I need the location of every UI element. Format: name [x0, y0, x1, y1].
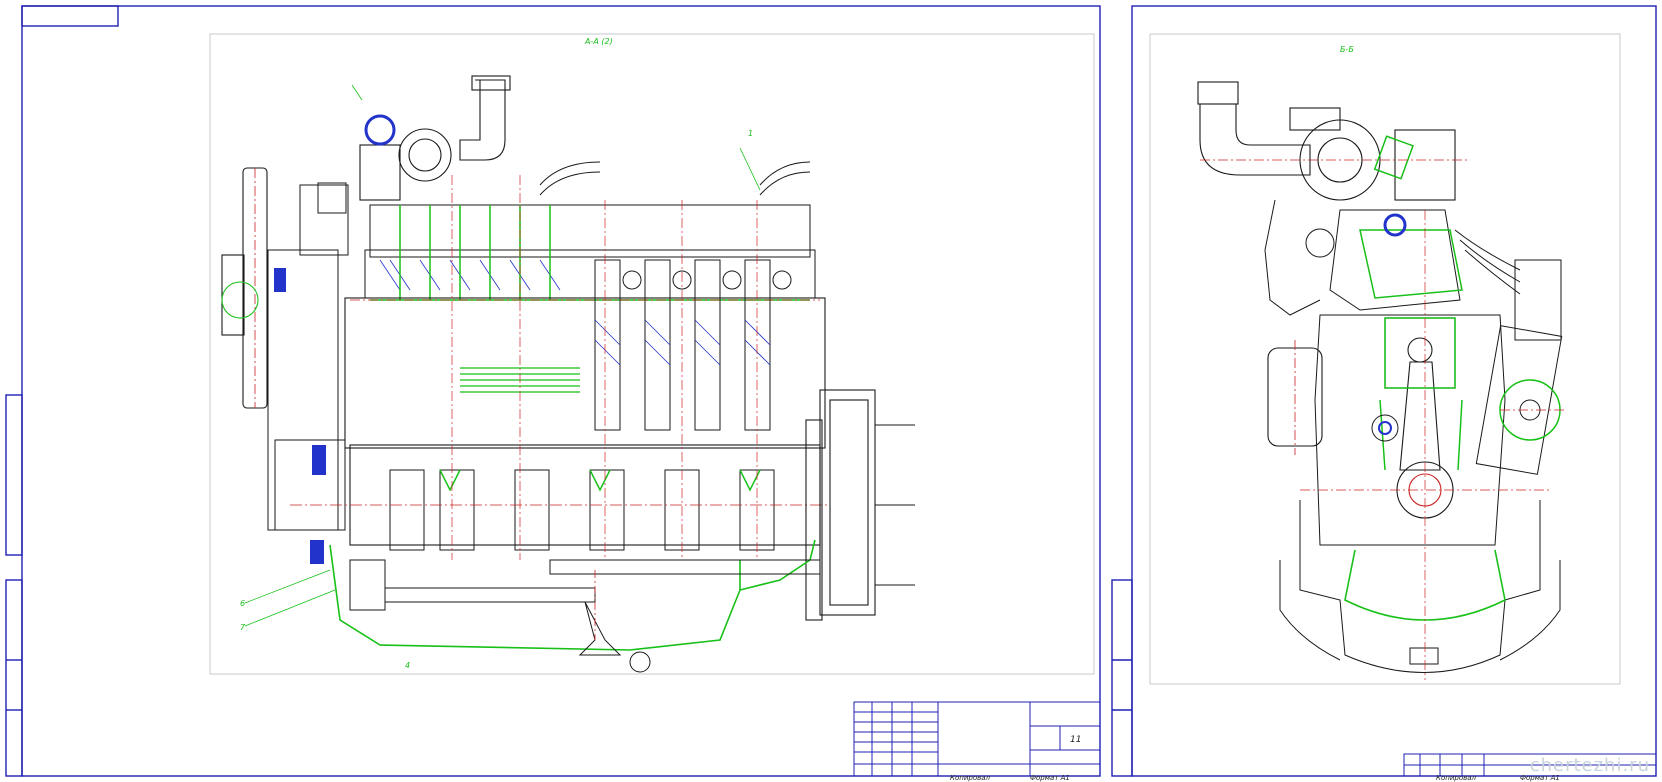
intake-elbow	[1197, 81, 1311, 176]
callout-6: 6	[240, 599, 245, 608]
oil-system	[329, 539, 816, 651]
left-section-label: А-А (2)	[584, 37, 613, 46]
callout-4: 4	[405, 661, 410, 670]
blue-seal-3	[274, 268, 286, 292]
column-hatch	[594, 319, 771, 366]
blue-ring	[364, 114, 396, 146]
blue-seal-1	[312, 445, 326, 475]
right-sheet-frame	[1111, 5, 1657, 777]
cross-centerlines	[1200, 159, 1565, 680]
green-manifold	[1373, 135, 1414, 180]
drain-plug	[1409, 647, 1439, 665]
engine-cross-section	[1197, 81, 1565, 680]
left-title-block	[853, 701, 1101, 777]
crankshaft	[389, 469, 775, 551]
engine-longitudinal-section	[221, 75, 915, 673]
cylinder-head	[364, 204, 816, 299]
right-title-block	[1403, 753, 1657, 777]
callout-1: 1	[748, 129, 753, 138]
cross-head-green	[1359, 229, 1463, 299]
oil-pump	[349, 559, 821, 673]
front-cover	[267, 182, 349, 531]
air-pipe-left	[1264, 199, 1335, 316]
turbocharger	[359, 75, 511, 201]
engine-block	[344, 297, 826, 546]
cross-turbo	[1289, 107, 1456, 201]
left-copied-label: Копировал	[950, 774, 991, 782]
flywheel-housing	[805, 389, 915, 621]
hoses	[539, 161, 811, 196]
left-viewport	[209, 33, 1095, 675]
callout-7: 7	[240, 623, 246, 632]
right-copied-label: Копировал	[1436, 774, 1477, 782]
blue-seal-2	[310, 540, 324, 564]
cylinder-columns	[594, 259, 792, 431]
right-format-label: Формат А1	[1520, 774, 1560, 782]
blue-valve	[1383, 213, 1407, 237]
conrod	[1384, 317, 1456, 519]
camshaft-inner	[1378, 421, 1392, 435]
watermark: chertezhi.ru	[1529, 755, 1650, 776]
cross-block	[1314, 314, 1506, 546]
injection-pump	[1454, 229, 1563, 475]
lower-crankcase	[1279, 500, 1561, 673]
crank-green	[439, 469, 761, 492]
right-section-label: Б-Б	[1340, 45, 1354, 54]
conrod-green	[1379, 317, 1463, 471]
valves	[370, 205, 810, 301]
left-format-label: Формат А1	[1030, 774, 1070, 782]
fan	[221, 167, 268, 409]
camshaft	[1371, 414, 1399, 442]
head-hatching	[379, 259, 561, 291]
left-sheet-number: 11	[1070, 735, 1081, 745]
centerlines	[350, 175, 820, 560]
leader-lines	[244, 84, 761, 627]
right-viewport	[1149, 33, 1621, 685]
cross-head	[1329, 209, 1461, 311]
left-sheet-frame	[5, 5, 1101, 777]
oil-filter	[1267, 340, 1323, 455]
